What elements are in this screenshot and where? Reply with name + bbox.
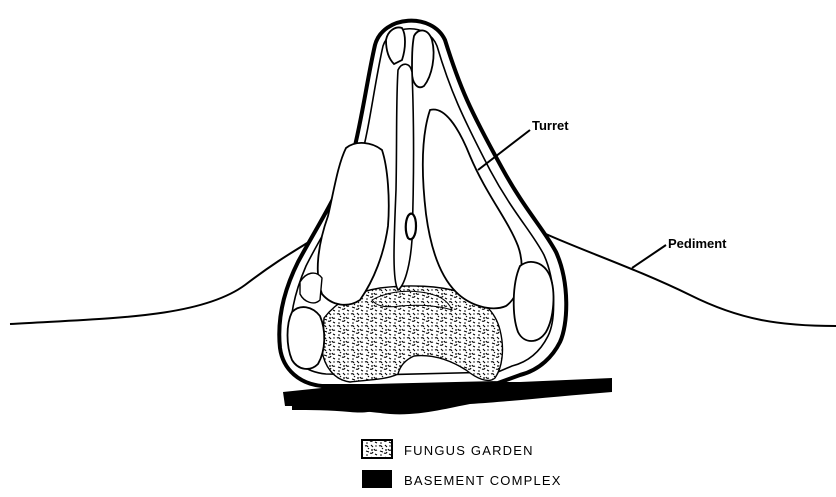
chamber-right-lower [514, 262, 554, 341]
central-shaft [394, 64, 414, 290]
chamber-left-lower [288, 307, 325, 369]
legend-fungus-swatch [362, 440, 392, 458]
legend: FUNGUS GARDEN BASEMENT COMPLEX [362, 440, 562, 488]
turret-label: Turret [532, 118, 569, 133]
pediment-leader-line [632, 245, 666, 268]
legend-basement-label: BASEMENT COMPLEX [404, 473, 562, 488]
legend-basement-swatch [362, 470, 392, 488]
pediment-label: Pediment [668, 236, 727, 251]
chamber-left-mid [300, 273, 322, 303]
small-cell [406, 214, 416, 240]
legend-fungus-label: FUNGUS GARDEN [404, 443, 534, 458]
